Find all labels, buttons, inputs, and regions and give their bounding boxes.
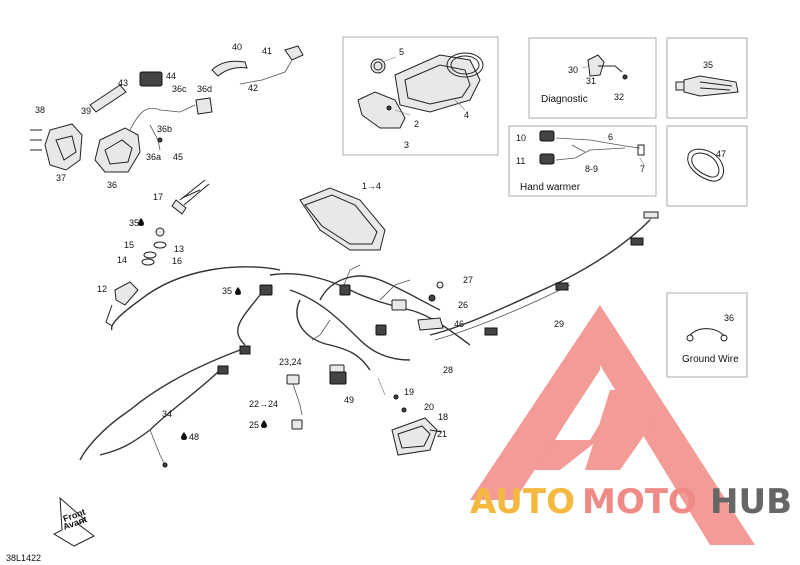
watermark-hub: HUB	[710, 482, 792, 522]
diagram-code: 38L1422	[6, 553, 41, 563]
callout-6: 6	[608, 132, 613, 142]
diagnostic-box	[528, 37, 657, 119]
callout-36c: 36c	[172, 84, 187, 94]
ring-box	[666, 125, 748, 207]
callout-36a: 36a	[146, 152, 161, 162]
callout-48: 48	[189, 432, 199, 442]
callout-44: 44	[166, 71, 176, 81]
callout-36-inset: 36	[724, 313, 734, 323]
breather-hose	[211, 45, 304, 85]
callout-8-9: 8-9	[585, 164, 598, 174]
callout-26: 26	[458, 300, 468, 310]
watermark-auto: AUTO	[470, 482, 575, 522]
callout-15: 15	[124, 240, 134, 250]
ground-wire-part	[686, 328, 728, 342]
oil-drop-icon	[261, 420, 267, 428]
callout-41: 41	[262, 46, 272, 56]
callout-47: 47	[716, 149, 726, 159]
callout-19: 19	[404, 387, 414, 397]
watermark-moto: MOTO	[582, 482, 697, 522]
callout-36d: 36d	[197, 84, 212, 94]
callout-28: 28	[443, 365, 453, 375]
callout-10: 10	[516, 133, 526, 143]
diagnostic-label: Diagnostic	[541, 94, 588, 105]
instrument-cluster-parts	[357, 52, 484, 129]
ground-wire-box	[666, 292, 748, 378]
speed-sensor-stack	[105, 179, 210, 327]
watermark-logo	[470, 305, 755, 545]
callout-5: 5	[399, 47, 404, 57]
callout-22-24: 22→24	[249, 399, 278, 409]
ground-wire-label: Ground Wire	[682, 354, 739, 365]
diagnostic-connector	[581, 54, 628, 80]
callout-35-inset: 35	[703, 60, 713, 70]
callout-20: 20	[424, 402, 434, 412]
callout-36: 36	[107, 180, 117, 190]
callout-36b: 36b	[157, 124, 172, 134]
callout-2: 2	[414, 119, 419, 129]
callout-39: 39	[81, 106, 91, 116]
callout-4: 4	[464, 110, 469, 120]
hand-warmer-parts	[539, 130, 645, 166]
oil-drop-icon	[138, 218, 144, 226]
callout-38: 38	[35, 105, 45, 115]
callout-49: 49	[344, 395, 354, 405]
hand-warmer-label: Hand warmer	[520, 182, 581, 193]
callout-11: 11	[516, 156, 525, 166]
callout-46: 46	[454, 319, 464, 329]
callout-1-4: 1→4	[362, 181, 381, 191]
callout-42: 42	[248, 83, 258, 93]
callout-3: 3	[404, 140, 409, 150]
main-wiring-harness	[79, 187, 659, 468]
callout-17: 17	[153, 192, 163, 202]
callout-37: 37	[56, 173, 66, 183]
callout-23-24: 23,24	[279, 357, 302, 367]
callout-21: 21	[437, 429, 447, 439]
callout-30: 30	[568, 65, 578, 75]
callout-13: 13	[174, 244, 184, 254]
callout-32: 32	[614, 92, 624, 102]
callout-29: 29	[554, 319, 564, 329]
callout-35-top: 35	[129, 218, 139, 228]
front-arrow-icon	[52, 496, 95, 547]
callout-7: 7	[640, 164, 645, 174]
callout-35-mid: 35	[222, 286, 232, 296]
callout-14: 14	[117, 255, 127, 265]
callout-40: 40	[232, 42, 242, 52]
callout-16: 16	[172, 256, 182, 266]
callout-25: 25	[249, 420, 259, 430]
callout-12: 12	[97, 284, 107, 294]
oil-drop-icon	[181, 432, 187, 440]
callout-18: 18	[438, 412, 448, 422]
callout-34: 34	[162, 409, 172, 419]
callout-43: 43	[118, 78, 128, 88]
seal-ring	[687, 148, 724, 182]
callout-27: 27	[463, 275, 473, 285]
callout-45: 45	[173, 152, 183, 162]
callout-31: 31	[586, 76, 596, 86]
left-switch-housing	[30, 71, 213, 173]
grease-tube	[675, 75, 739, 97]
oil-drop-icon	[235, 287, 241, 295]
hand-warmer-box	[508, 125, 657, 197]
